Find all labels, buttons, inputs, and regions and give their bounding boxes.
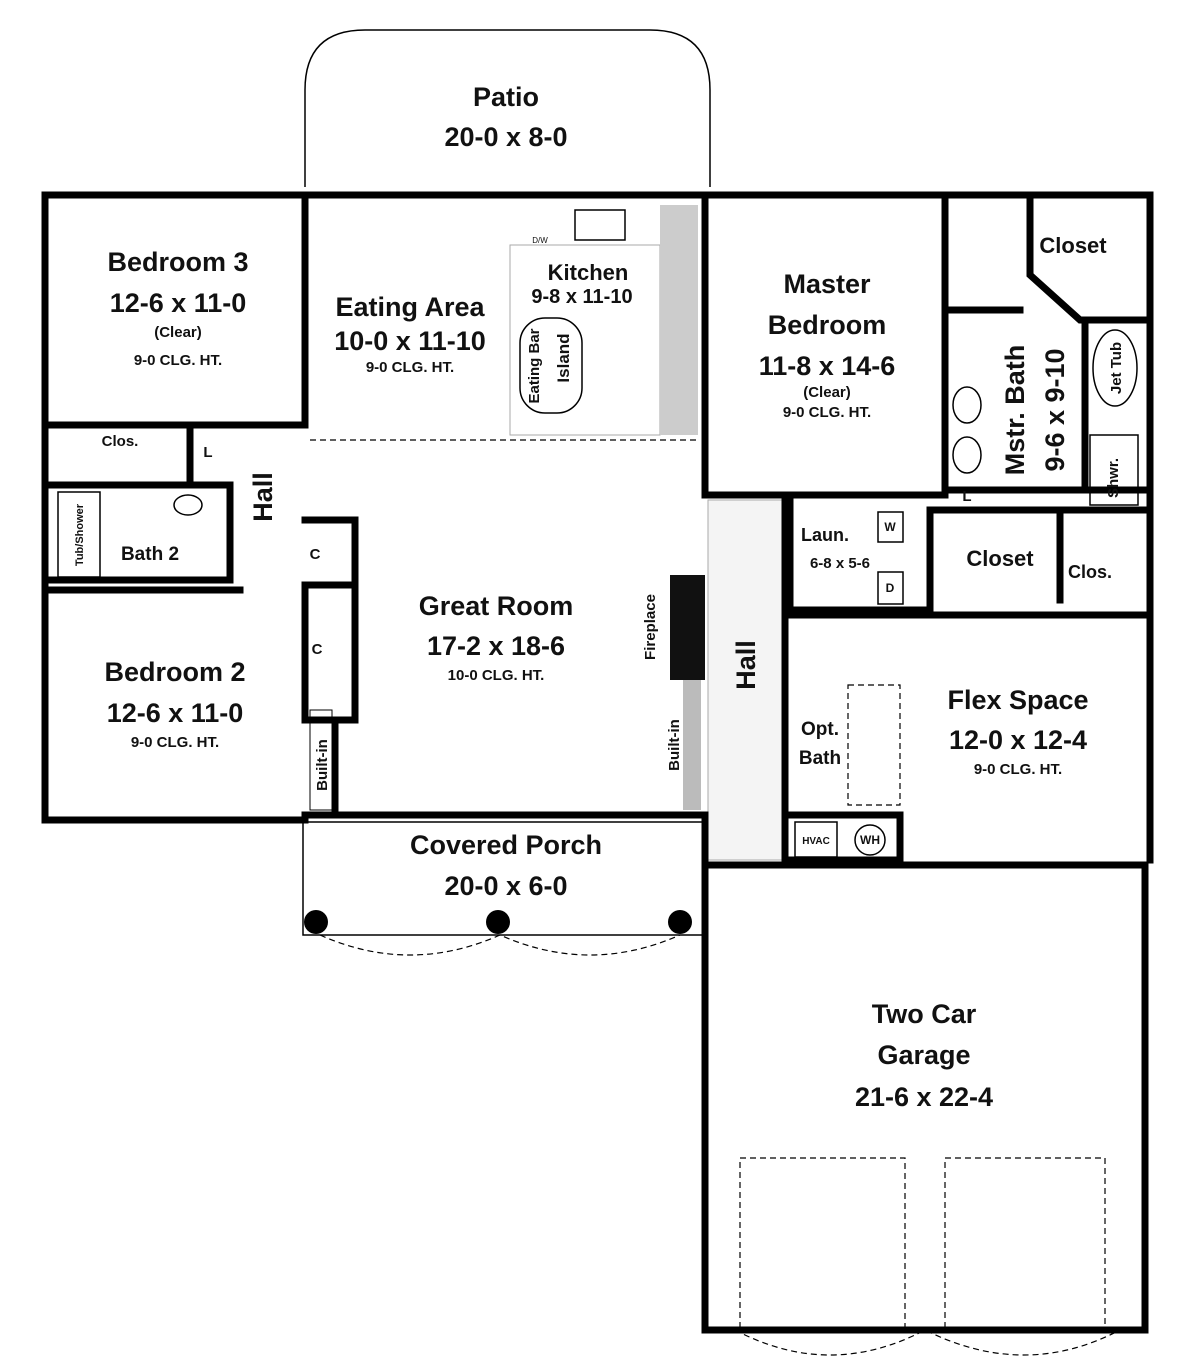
jet-tub-label: Jet Tub (1108, 342, 1125, 394)
garage-label-1: Two Car (872, 999, 977, 1029)
great-room-dims: 17-2 x 18-6 (427, 631, 565, 661)
garage-dims: 21-6 x 22-4 (855, 1082, 993, 1112)
bedroom2-dims: 12-6 x 11-0 (107, 698, 244, 728)
master-bath-dims: 9-6 x 9-10 (1040, 348, 1070, 471)
coat-closet-1-label: C (310, 546, 321, 563)
bedroom3-label: Bedroom 3 (107, 247, 248, 277)
great-room-ceiling: 10-0 CLG. HT. (448, 667, 545, 684)
fireplace-box (670, 575, 705, 680)
bedroom3-note: (Clear) (154, 324, 202, 341)
bedroom2-ceiling: 9-0 CLG. HT. (131, 734, 219, 751)
master-linen-label: L (962, 488, 971, 505)
eating-area-ceiling: 9-0 CLG. HT. (366, 359, 454, 376)
hall-right-label: Hall (731, 640, 761, 690)
kitchen-label: Kitchen (548, 260, 629, 285)
porch-column (304, 910, 328, 934)
patio-label: Patio (473, 82, 539, 112)
island-outline (519, 317, 583, 414)
eating-bar-label: Eating Bar (526, 328, 543, 403)
bed3-closet-label: Clos. (102, 433, 139, 450)
garage-door-swing (734, 1329, 1121, 1356)
hvac-label: HVAC (802, 836, 830, 847)
vanity-sink-icon (952, 386, 982, 424)
bedroom2-label: Bedroom 2 (104, 657, 245, 687)
great-room-label: Great Room (419, 591, 574, 621)
laundry-dims: 6-8 x 5-6 (810, 555, 870, 572)
kitchen-counter (660, 205, 698, 435)
builtin-shelf (683, 680, 701, 810)
opt-bath-label-1: Opt. (801, 719, 839, 740)
covered-porch-dims: 20-0 x 6-0 (444, 871, 567, 901)
island-label: Island (554, 333, 573, 382)
patio-outline (304, 29, 711, 187)
toilet-icon (173, 494, 203, 516)
master-bedroom-label-1: Master (783, 269, 871, 299)
hall-left-label: Hall (248, 472, 278, 522)
hvac-unit (794, 821, 838, 858)
shower-label: Shwr. (1105, 458, 1122, 498)
car-space-1 (739, 1157, 906, 1329)
builtin-left-label: Built-in (314, 739, 331, 791)
laundry-label: Laun. (801, 525, 849, 545)
opt-bath-label-2: Bath (799, 748, 841, 769)
flex-space-dims: 12-0 x 12-4 (949, 725, 1087, 755)
porch-arcs (319, 934, 681, 956)
fireplace-label: Fireplace (642, 594, 659, 660)
flex-space-ceiling: 9-0 CLG. HT. (974, 761, 1062, 778)
eating-area-dims: 10-0 x 11-10 (334, 326, 486, 356)
dryer-label: D (886, 581, 895, 595)
eating-area-label: Eating Area (335, 292, 485, 322)
jet-tub-icon (1092, 329, 1138, 407)
sink-icon (574, 209, 626, 241)
water-heater-icon (854, 824, 886, 856)
bath2-label: Bath 2 (121, 544, 179, 565)
bedroom3-ceiling: 9-0 CLG. HT. (134, 352, 222, 369)
great-room-builtin-label: Built-in (666, 719, 683, 771)
bedroom3-dims: 12-6 x 11-0 (110, 288, 247, 318)
porch-column (486, 910, 510, 934)
master-bedroom-note: (Clear) (803, 384, 851, 401)
hall-tile (707, 499, 783, 861)
dryer-icon (877, 571, 904, 605)
coat-closet-2-label: C (312, 641, 323, 658)
porch-outline (302, 821, 704, 936)
clos-label: Clos. (1068, 562, 1112, 582)
car-space-2 (944, 1157, 1106, 1329)
flex-space-label: Flex Space (947, 685, 1088, 715)
master-bedroom-label-2: Bedroom (768, 310, 887, 340)
covered-porch-label: Covered Porch (410, 830, 602, 860)
tub-shower-label: Tub/Shower (74, 503, 86, 566)
closet-label: Closet (966, 546, 1034, 571)
walls (41, 191, 1154, 1334)
vanity-sink-icon (952, 436, 982, 474)
dishwasher-label: D/W (532, 236, 548, 245)
master-closet-label: Closet (1039, 233, 1107, 258)
water-heater-label: WH (860, 833, 880, 847)
washer-label: W (884, 520, 896, 534)
washer-icon (877, 511, 904, 543)
master-bedroom-ceiling: 9-0 CLG. HT. (783, 404, 871, 421)
porch-column (668, 910, 692, 934)
kitchen-dims: 9-8 x 11-10 (531, 286, 632, 308)
hall-linen-label: L (203, 444, 212, 461)
master-bedroom-dims: 11-8 x 14-6 (759, 351, 896, 381)
master-bath-label: Mstr. Bath (1000, 345, 1030, 476)
tub-icon (57, 491, 101, 578)
garage-label-2: Garage (877, 1040, 970, 1070)
shower-icon (1089, 434, 1139, 506)
patio-dims: 20-0 x 8-0 (444, 122, 567, 152)
opt-bath-fixtures (847, 684, 901, 806)
